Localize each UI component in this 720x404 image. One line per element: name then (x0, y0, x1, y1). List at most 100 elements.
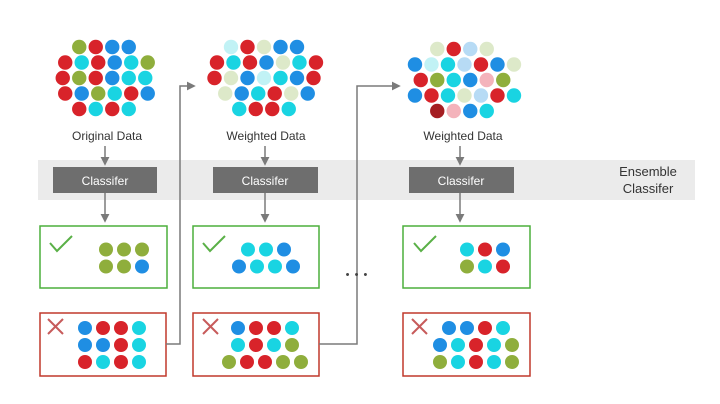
data-point (294, 355, 308, 369)
data-point (240, 355, 254, 369)
data-point (281, 101, 296, 117)
data-point (138, 70, 153, 86)
data-point (78, 338, 92, 352)
data-point (96, 321, 110, 335)
data-point (242, 55, 258, 70)
data-point (58, 86, 73, 101)
data-point (209, 55, 225, 70)
data-point (132, 355, 146, 369)
check-icon (202, 235, 226, 253)
data-point (469, 355, 483, 369)
classifier-label: Classifer (242, 174, 289, 188)
data-point (117, 259, 131, 274)
data-point (232, 101, 247, 117)
data-point (99, 242, 113, 257)
data-point (460, 321, 474, 335)
data-point (496, 321, 510, 335)
classifier-box-3: Classifer (409, 167, 514, 193)
data-point (256, 39, 272, 55)
data-point (273, 39, 288, 55)
data-point (78, 321, 92, 335)
data-point (74, 55, 89, 70)
data-point (88, 101, 103, 117)
data-point (289, 70, 305, 86)
correct-box-2 (192, 225, 320, 289)
data-point (248, 101, 263, 117)
data-point (259, 242, 273, 257)
data-point (55, 70, 70, 86)
data-point (424, 57, 439, 72)
data-point (506, 88, 522, 103)
data-point (240, 39, 255, 55)
data-point (440, 57, 456, 72)
data-point (413, 72, 428, 88)
data-point (451, 338, 465, 352)
data-point (433, 338, 447, 352)
data-point (132, 338, 146, 352)
correct-dots-1 (99, 242, 149, 274)
wrong-dots-2 (222, 321, 308, 369)
cross-icon (411, 318, 428, 335)
data-point (96, 338, 110, 352)
data-point (124, 55, 139, 70)
data-point (289, 39, 305, 55)
data-point (107, 55, 122, 70)
data-point (91, 86, 106, 101)
data-point (267, 86, 282, 101)
data-point (446, 103, 461, 119)
data-point (451, 355, 465, 369)
data-point (505, 338, 519, 352)
data-point (249, 338, 263, 352)
data-point (285, 321, 299, 335)
data-point (74, 86, 89, 101)
data-point (275, 55, 291, 70)
ensemble-label-line2: Classifer (623, 181, 674, 196)
data-point (256, 70, 272, 86)
data-point (300, 86, 315, 101)
data-point (231, 338, 245, 352)
data-point (140, 86, 155, 101)
data-point (140, 55, 155, 70)
classifier-label: Classifer (438, 174, 485, 188)
data-point (240, 70, 255, 86)
data-point (114, 338, 128, 352)
data-point (487, 355, 501, 369)
data-point (469, 338, 483, 352)
wrong-dots-3 (433, 321, 519, 369)
correct-box-1 (39, 225, 168, 289)
data-point (72, 70, 87, 86)
data-point (506, 57, 522, 72)
data-point (241, 242, 255, 257)
check-icon (413, 235, 437, 253)
data-point (284, 86, 299, 101)
original-data-cloud (55, 39, 155, 117)
data-point (308, 55, 324, 70)
data-point (124, 86, 139, 101)
data-point (135, 259, 149, 274)
data-point (479, 72, 494, 88)
stage3-data-label: Weighted Data (423, 129, 502, 143)
check-icon (49, 235, 73, 253)
data-point (473, 57, 489, 72)
data-point (265, 101, 280, 117)
data-point (479, 103, 494, 119)
data-point (114, 321, 128, 335)
wrong-dots-1 (78, 321, 146, 369)
data-point (207, 70, 222, 86)
data-point (460, 259, 474, 274)
connector-arrow-2 (319, 81, 401, 345)
weighted-data-cloud-2 (407, 41, 522, 119)
data-point (88, 70, 103, 86)
data-point (105, 39, 120, 55)
data-point (121, 70, 136, 86)
data-point (267, 321, 281, 335)
data-point (91, 55, 106, 70)
connector-arrow-1 (166, 81, 196, 345)
data-point (442, 321, 456, 335)
data-point (107, 86, 122, 101)
data-point (268, 259, 282, 274)
data-point (505, 355, 519, 369)
data-point (457, 88, 472, 103)
data-point (223, 39, 239, 55)
data-point (407, 88, 423, 103)
